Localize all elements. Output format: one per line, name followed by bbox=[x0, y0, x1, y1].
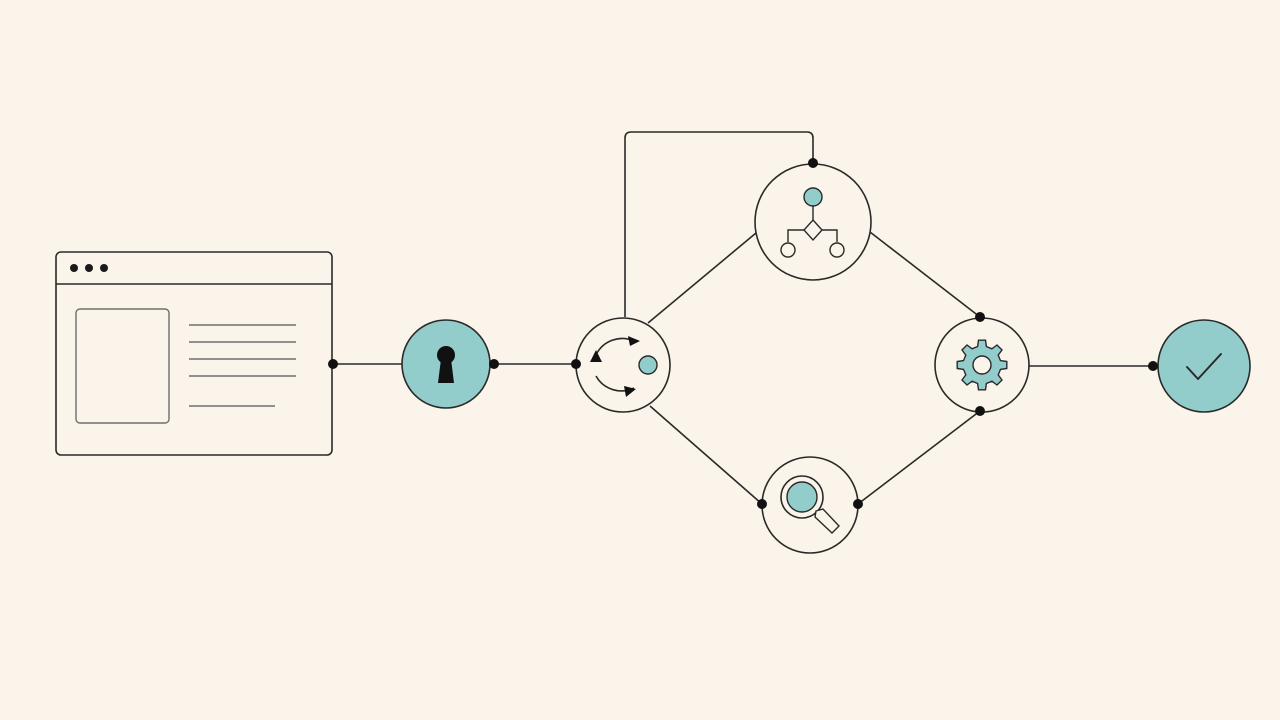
edge-search-to-settings bbox=[857, 410, 981, 505]
keyhole-icon bbox=[437, 346, 455, 383]
checkmark-icon bbox=[1186, 353, 1222, 380]
gear-icon bbox=[956, 339, 1008, 391]
connector-dots bbox=[328, 158, 1158, 509]
edge-branch-to-settings bbox=[869, 231, 981, 318]
window-dot-icon bbox=[100, 264, 108, 272]
lock-node bbox=[401, 319, 491, 409]
cycle-arrows-icon bbox=[590, 336, 658, 397]
success-node-circle bbox=[1157, 319, 1251, 413]
connector-dot bbox=[489, 359, 499, 369]
gear-hole bbox=[972, 355, 992, 375]
connector-dot bbox=[975, 406, 985, 416]
sync-node bbox=[575, 317, 671, 413]
edge-sync-loop-to-branch bbox=[624, 131, 814, 317]
browser-window-frame bbox=[55, 251, 333, 456]
text-lines bbox=[189, 324, 296, 407]
success-node bbox=[1157, 319, 1251, 413]
connector-dot bbox=[853, 499, 863, 509]
sync-dot-icon bbox=[638, 355, 658, 375]
image-placeholder bbox=[75, 308, 170, 424]
magnifier-icon bbox=[780, 475, 840, 534]
connector-dot bbox=[328, 359, 338, 369]
settings-node bbox=[934, 317, 1030, 413]
edge-sync-to-search bbox=[649, 405, 763, 505]
connector-dot bbox=[1148, 361, 1158, 371]
connector-dot bbox=[975, 312, 985, 322]
connector-dot bbox=[571, 359, 581, 369]
connector-dot bbox=[757, 499, 767, 509]
connector-lines bbox=[333, 131, 1153, 505]
search-node bbox=[761, 456, 859, 554]
connector-dot bbox=[808, 158, 818, 168]
browser-window-node bbox=[55, 251, 333, 456]
decision-tree-icon bbox=[780, 187, 845, 258]
edge-sync-to-branch bbox=[647, 232, 757, 324]
window-dot-icon bbox=[70, 264, 78, 272]
window-dot-icon bbox=[85, 264, 93, 272]
branch-node bbox=[754, 163, 872, 281]
